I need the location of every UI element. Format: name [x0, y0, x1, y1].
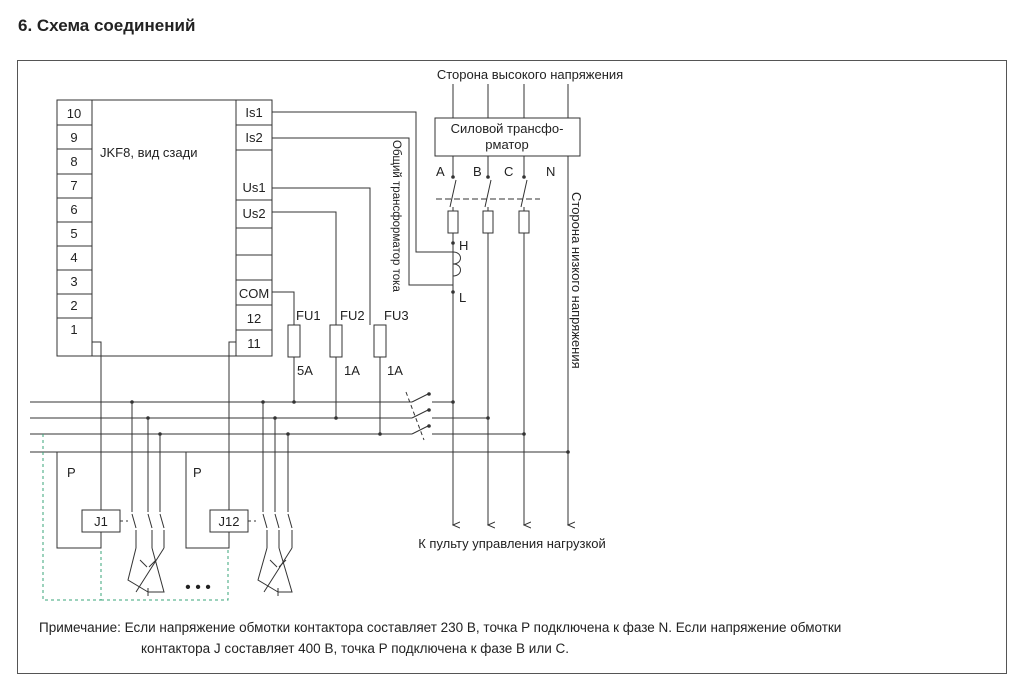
right-terminal-is1: Is1	[245, 105, 262, 120]
ct-label: Общий трансформатор тока	[390, 140, 402, 292]
point-p-1: P	[67, 465, 76, 480]
phase-b-label: B	[473, 164, 482, 179]
diagram-frame	[17, 60, 1007, 674]
phase-n-label: N	[546, 164, 555, 179]
right-terminal-12: 12	[247, 311, 261, 326]
j12-label: J12	[219, 514, 240, 529]
low-side-label: Сторона низкого напряжения	[569, 192, 584, 369]
transformer-label-1: Силовой трансфо-	[451, 121, 564, 136]
right-terminal-11: 11	[247, 336, 261, 351]
fu2-rating: 1A	[344, 363, 360, 378]
phase-c-label: C	[504, 164, 513, 179]
left-terminal-7: 7	[70, 178, 77, 193]
ct-h-label: H	[459, 238, 468, 253]
high-side-label: Сторона высокого напряжения	[437, 67, 623, 82]
ct-l-label: L	[459, 290, 466, 305]
fu3-rating: 1A	[387, 363, 403, 378]
j1-label: J1	[94, 514, 108, 529]
left-terminal-1: 1	[70, 322, 77, 337]
note-line-1: Примечание: Если напряжение обмотки конт…	[39, 620, 842, 635]
fu2-label: FU2	[340, 308, 365, 323]
ellipsis-dots: • • •	[185, 579, 211, 596]
note-line-2: контактора J составляет 400 В, точка P п…	[141, 641, 569, 656]
right-terminal-us2: Us2	[242, 206, 265, 221]
to-load-label: К пульту управления нагрузкой	[418, 536, 606, 551]
left-terminal-5: 5	[70, 226, 77, 241]
left-terminal-3: 3	[70, 274, 77, 289]
power-transformer	[434, 117, 581, 157]
left-terminal-4: 4	[70, 250, 77, 265]
right-terminal-us1: Us1	[242, 180, 265, 195]
phase-a-label: A	[436, 164, 445, 179]
fu3-label: FU3	[384, 308, 409, 323]
left-terminal-labels: 10 9 8 7 6 5 4 3 2 1	[67, 106, 81, 337]
section-heading: 6. Схема соединений	[18, 16, 196, 35]
transformer-label-2: рматор	[485, 137, 528, 152]
device-title: JKF8, вид сзади	[100, 145, 197, 160]
fu1-rating: 5A	[297, 363, 313, 378]
right-terminal-is2: Is2	[245, 130, 262, 145]
point-p-2: P	[193, 465, 202, 480]
left-terminal-2: 2	[70, 298, 77, 313]
left-terminal-8: 8	[70, 154, 77, 169]
left-terminal-10: 10	[67, 106, 81, 121]
left-terminal-6: 6	[70, 202, 77, 217]
fu1-label: FU1	[296, 308, 321, 323]
left-terminal-9: 9	[70, 130, 77, 145]
right-terminal-com: COM	[239, 286, 269, 301]
